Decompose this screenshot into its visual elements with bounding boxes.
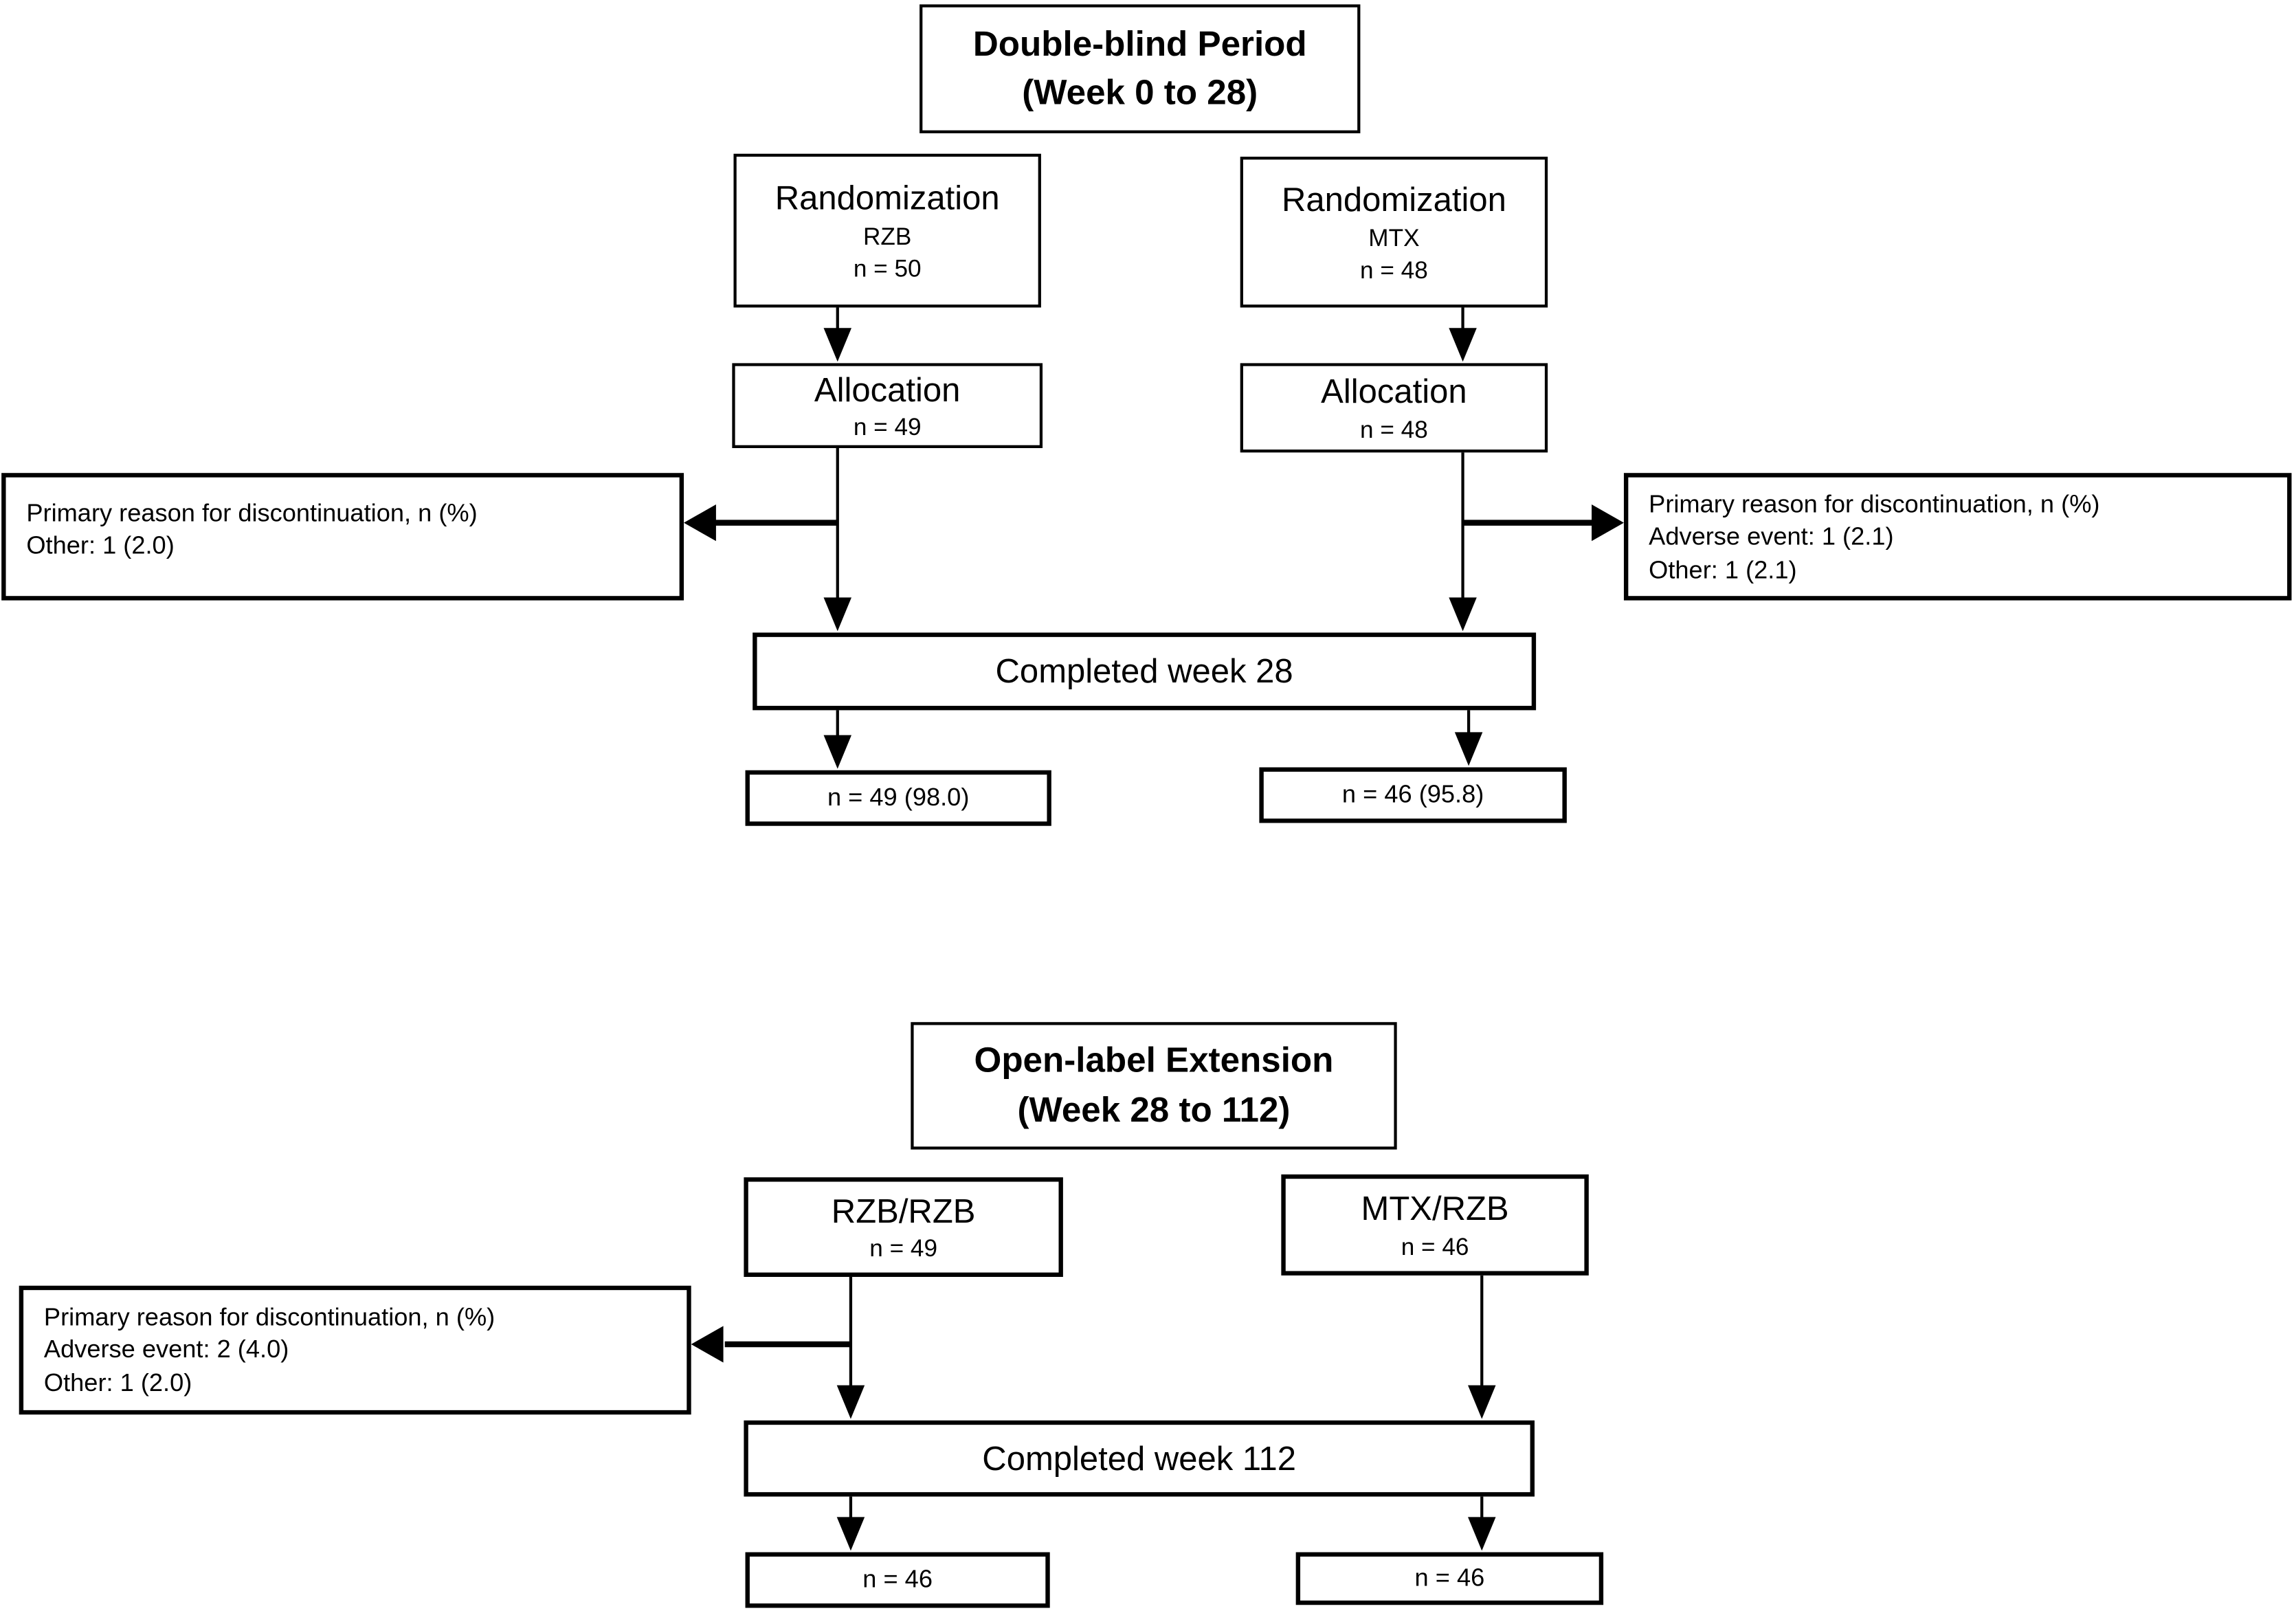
completed-week112-n-mtx-box: n = 46 bbox=[1295, 1552, 1604, 1605]
discontinuation-mtx-box: Primary reason for discontinuation, n (%… bbox=[1623, 473, 2292, 601]
completed-week28-n-mtx-box: n = 46 (95.8) bbox=[1259, 767, 1567, 823]
allocation-rzb-box: Allocation n = 49 bbox=[732, 363, 1043, 448]
title-line: Open-label Extension bbox=[974, 1041, 1334, 1082]
box-n-label: n = 48 bbox=[1360, 416, 1428, 443]
box-n-label: n = 46 bbox=[862, 1565, 933, 1594]
note-line: Primary reason for discontinuation, n (%… bbox=[1649, 490, 2100, 519]
arrow-completed-week28-to-n46 bbox=[1454, 710, 1483, 766]
box-main-label: Completed week 112 bbox=[982, 1439, 1297, 1478]
arrow-rzb-rzb-to-completed-week112 bbox=[836, 1276, 865, 1419]
box-main-label: Allocation bbox=[1321, 372, 1467, 411]
rzb-rzb-arm-box: RZB/RZB n = 49 bbox=[744, 1177, 1063, 1277]
note-line: Other: 1 (2.0) bbox=[43, 1368, 192, 1397]
note-line: Primary reason for discontinuation, n (%… bbox=[26, 499, 478, 528]
title-line: (Week 0 to 28) bbox=[1022, 73, 1258, 113]
completed-week28-n-rzb-box: n = 49 (98.0) bbox=[745, 770, 1051, 826]
box-n-label: n = 46 (95.8) bbox=[1341, 780, 1484, 809]
arrow-completed-week112-to-n46-left bbox=[836, 1496, 865, 1551]
mtx-rzb-arm-box: MTX/RZB n = 46 bbox=[1281, 1174, 1589, 1276]
note-line: Other: 1 (2.0) bbox=[26, 532, 175, 560]
arrow-allocation-mtx-to-completed-week28 bbox=[1449, 452, 1477, 632]
box-main-label: Allocation bbox=[814, 370, 961, 408]
note-line: Other: 1 (2.1) bbox=[1649, 556, 1797, 584]
note-line: Adverse event: 1 (2.1) bbox=[1649, 523, 1894, 552]
arrow-branch-to-discontinuation-rzb-ole bbox=[691, 1326, 851, 1363]
title-line: Double-blind Period bbox=[972, 24, 1307, 65]
box-n-label: n = 49 bbox=[869, 1236, 938, 1262]
open-label-extension-title-box: Open-label Extension (Week 28 to 112) bbox=[911, 1022, 1397, 1150]
box-main-label: Randomization bbox=[774, 179, 1000, 217]
arrow-randomization-rzb-to-allocation bbox=[823, 307, 852, 362]
note-line: Primary reason for discontinuation, n (%… bbox=[43, 1303, 495, 1331]
title-line: (Week 28 to 112) bbox=[1017, 1090, 1291, 1130]
arrow-completed-week28-to-n49 bbox=[823, 710, 852, 769]
arrow-randomization-mtx-to-allocation bbox=[1449, 307, 1477, 362]
arrow-branch-to-discontinuation-rzb bbox=[684, 504, 838, 542]
box-n-label: n = 46 bbox=[1401, 1234, 1469, 1260]
box-main-label: RZB/RZB bbox=[831, 1191, 976, 1230]
discontinuation-rzb-ole-box: Primary reason for discontinuation, n (%… bbox=[19, 1285, 691, 1415]
box-arm-label: MTX bbox=[1368, 225, 1420, 252]
box-n-label: n = 49 (98.0) bbox=[827, 783, 970, 812]
box-main-label: MTX/RZB bbox=[1361, 1189, 1509, 1228]
completed-week112-box: Completed week 112 bbox=[744, 1420, 1535, 1497]
box-arm-label: RZB bbox=[863, 223, 912, 250]
box-n-label: n = 46 bbox=[1414, 1564, 1485, 1592]
completed-week112-n-rzb-box: n = 46 bbox=[745, 1552, 1050, 1608]
allocation-mtx-box: Allocation n = 48 bbox=[1240, 363, 1548, 453]
double-blind-period-title-box: Double-blind Period (Week 0 to 28) bbox=[919, 4, 1361, 133]
discontinuation-rzb-box: Primary reason for discontinuation, n (%… bbox=[1, 473, 684, 601]
box-main-label: Completed week 28 bbox=[995, 652, 1293, 691]
box-n-label: n = 50 bbox=[853, 256, 922, 282]
arrow-allocation-rzb-to-completed-week28 bbox=[823, 447, 852, 632]
arrow-mtx-rzb-to-completed-week112 bbox=[1468, 1275, 1496, 1419]
arrow-completed-week112-to-n46-right bbox=[1468, 1496, 1496, 1551]
box-main-label: Randomization bbox=[1281, 180, 1506, 219]
completed-week28-box: Completed week 28 bbox=[753, 632, 1537, 711]
box-n-label: n = 49 bbox=[853, 414, 922, 441]
randomization-mtx-box: Randomization MTX n = 48 bbox=[1240, 156, 1548, 308]
note-line: Adverse event: 2 (4.0) bbox=[43, 1336, 289, 1364]
randomization-rzb-box: Randomization RZB n = 50 bbox=[733, 153, 1041, 308]
arrow-branch-to-discontinuation-mtx bbox=[1462, 504, 1624, 542]
box-n-label: n = 48 bbox=[1360, 257, 1428, 284]
